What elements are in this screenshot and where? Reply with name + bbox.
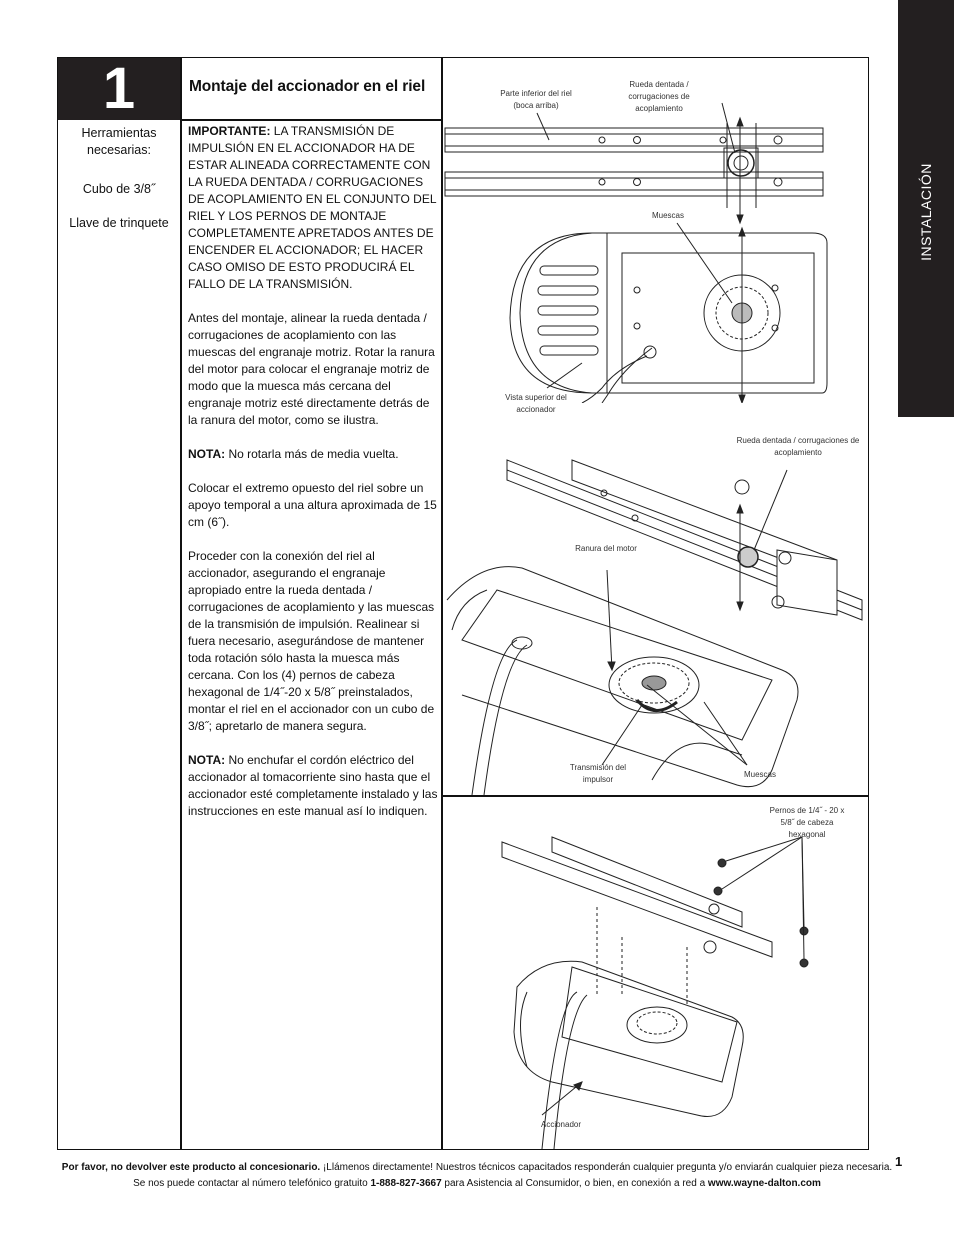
label-notches-mid: Muescas (743, 770, 776, 779)
paragraph: Colocar el extremo opuesto del riel sobr… (188, 481, 437, 529)
paragraph: Proceder con la conexión del riel al acc… (188, 549, 435, 733)
footer-phone: 1-888-827-3667 (370, 1178, 442, 1189)
instructions-text: IMPORTANTE: LA TRANSMISIÓN DE IMPULSIÓN … (188, 123, 438, 837)
label-motor-slot: Ranura del motor (575, 544, 637, 553)
bolts-mounting-illustration (442, 797, 869, 1149)
label-drive-transmission: Transmisión del impulsor (569, 763, 627, 784)
step-title: Montaje del accionador en el riel (189, 78, 426, 95)
label-rail-bottom: Parte inferior del riel (boca arriba) (500, 89, 572, 110)
divider-left-column (180, 58, 182, 1149)
footer-text: para Asistencia al Consumidor, o bien, e… (441, 1178, 708, 1189)
label-bolts: Pernos de 1/4˝ - 20 x 5/8˝ de cabeza hex… (769, 806, 845, 839)
note-label: NOTA: (188, 447, 226, 461)
label-top-view: Vista superior del accionador (505, 393, 567, 414)
page-number: 1 (895, 1154, 903, 1169)
divider-text-column (441, 58, 443, 1149)
note-paragraph: NOTA: No rotarla más de media vuelta. (188, 446, 438, 463)
rail-and-top-view-illustration (442, 58, 869, 403)
section-tab: INSTALACIÓN (898, 0, 954, 417)
label-notches-top: Muescas (651, 211, 684, 220)
step-number: 1 (58, 58, 180, 120)
important-paragraph: IMPORTANTE: LA TRANSMISIÓN DE IMPULSIÓN … (188, 123, 438, 293)
tool-item: Llave de trinquete (69, 216, 169, 230)
rail-connection-illustration (442, 440, 869, 795)
footer-url: www.wayne-dalton.com (707, 1178, 821, 1189)
important-text: LA TRANSMISIÓN DE IMPULSIÓN EN EL ACCION… (188, 124, 437, 291)
note-label: NOTA: (188, 753, 226, 767)
tools-list: Herramientas necesarias: Cubo de 3/8˝ Ll… (60, 125, 178, 249)
paragraph: Antes del montaje, alinear la rueda dent… (188, 311, 435, 427)
footer-note: Por favor, no devolver este producto al … (60, 1160, 894, 1192)
section-tab-label: INSTALACIÓN (918, 163, 934, 261)
tool-item: Cubo de 3/8˝ (82, 182, 156, 196)
tools-heading: Herramientas necesarias: (81, 126, 157, 157)
note-text: No enchufar el cordón eléctrico del acci… (188, 753, 438, 818)
divider-header (180, 119, 442, 121)
important-label: IMPORTANTE: (188, 124, 271, 138)
footer-text: ¡Llámenos directamente! Nuestros técnico… (133, 1162, 893, 1189)
divider-illustration-1 (442, 795, 869, 797)
note-text: No rotarla más de media vuelta. (225, 447, 399, 461)
note-paragraph: NOTA: No enchufar el cordón eléctrico de… (188, 752, 438, 820)
label-operator: Accionador (540, 1120, 582, 1129)
label-sprocket-top: Rueda dentada / corrugaciones de acoplam… (628, 80, 690, 113)
footer-bold-lead: Por favor, no devolver este producto al … (61, 1162, 321, 1173)
label-sprocket-mid: Rueda dentada / corrugaciones de acoplam… (736, 436, 860, 457)
content-frame (57, 57, 869, 1150)
